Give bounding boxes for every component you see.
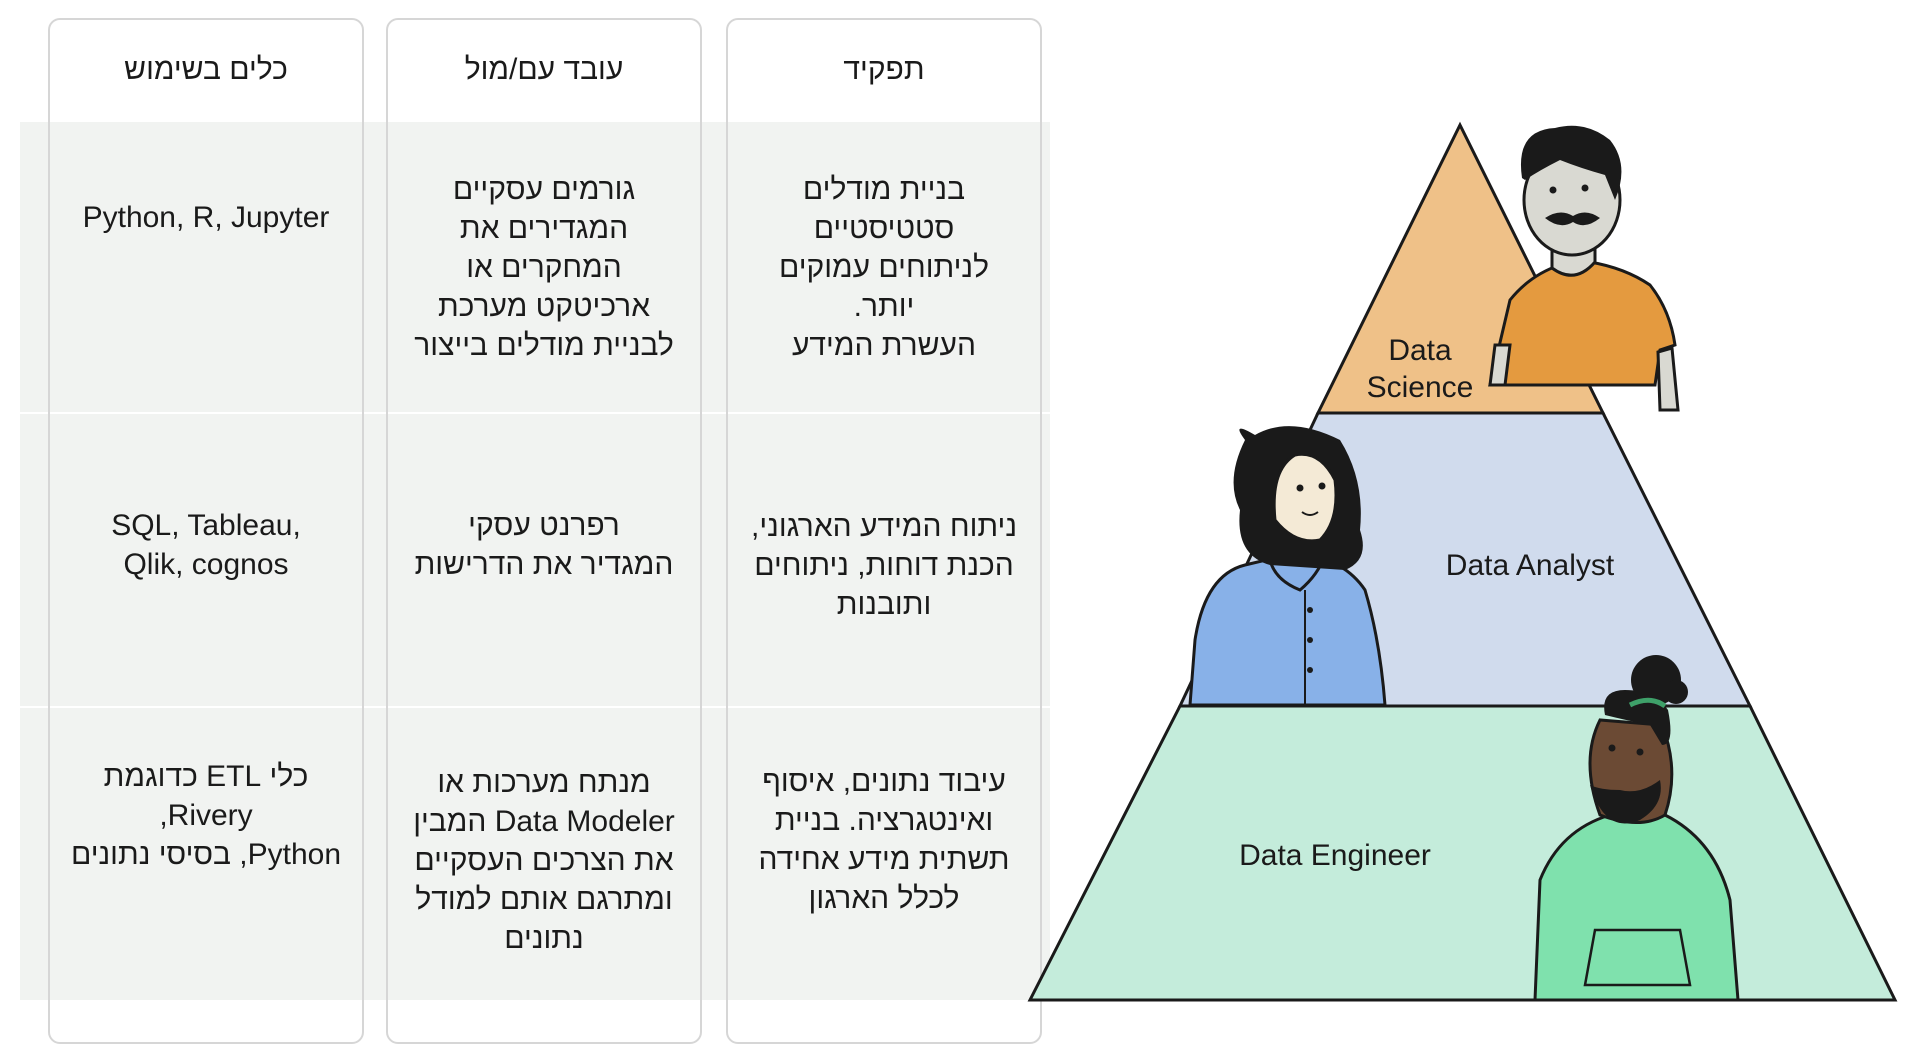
pyramid-label-science-line2: Science — [1367, 371, 1474, 404]
pyramid-label-science-line1: Data — [1388, 334, 1452, 367]
pyramid-label-engineer: Data Engineer — [1239, 839, 1431, 872]
pyramid-label-analyst: Data Analyst — [1446, 549, 1615, 582]
pyramid-tier-engineer — [1030, 706, 1895, 1000]
